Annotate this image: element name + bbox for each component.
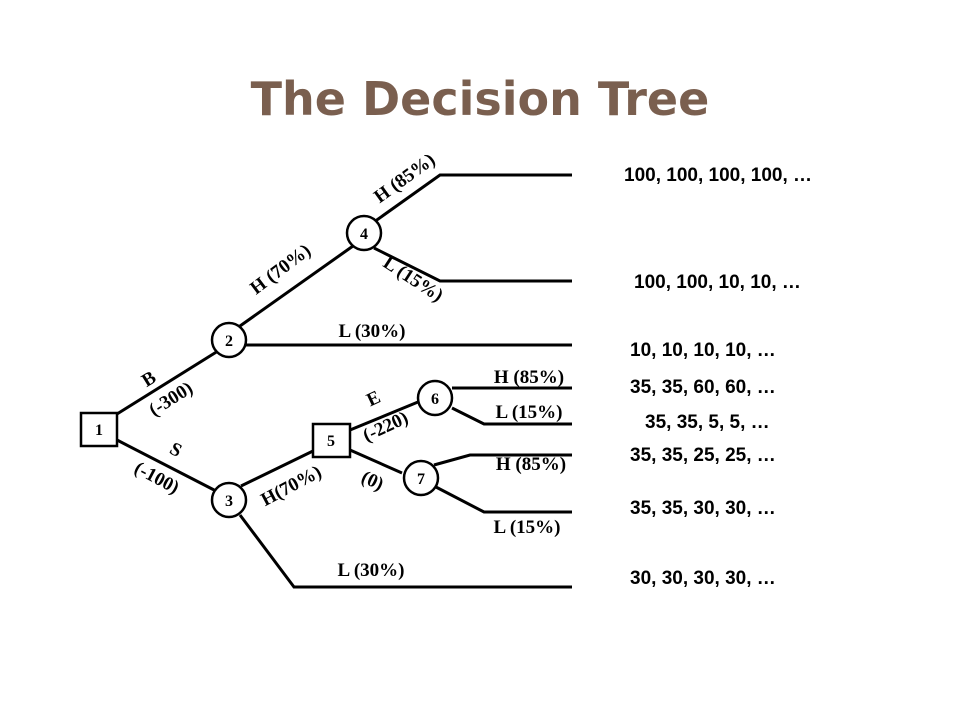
edge-3-l30 xyxy=(238,514,572,589)
branch-cost-zero: (0) xyxy=(358,467,387,495)
payoff-row: 35, 35, 60, 60, … xyxy=(630,377,776,398)
node-6: 6 xyxy=(416,379,454,417)
edge-7-h85 xyxy=(433,453,572,467)
node-2: 2 xyxy=(210,321,248,359)
node-4: 4 xyxy=(345,214,383,252)
edge-4-l15 xyxy=(373,246,572,283)
branch-label-h70-top: H (70%) xyxy=(246,240,315,299)
payoff-row: 100, 100, 10, 10, … xyxy=(634,272,801,293)
tree-edges xyxy=(116,173,572,589)
node-label: 5 xyxy=(327,433,335,450)
payoff-row: 100, 100, 100, 100, … xyxy=(624,165,812,186)
branch-cost-s: (-100) xyxy=(131,458,183,499)
edge-2-4 xyxy=(239,244,354,328)
branch-label-l30-top: L (30%) xyxy=(338,321,405,342)
branch-label-l15-node6: L (15%) xyxy=(495,402,562,423)
node-1: 1 xyxy=(79,411,119,448)
node-label: 2 xyxy=(225,333,233,350)
node-label: 4 xyxy=(360,226,368,243)
payoff-row: 30, 30, 30, 30, … xyxy=(630,568,776,589)
node-label: 3 xyxy=(225,493,233,510)
branch-label-h85-node6: H (85%) xyxy=(494,367,564,388)
edge-5-6 xyxy=(349,400,419,432)
edge-6-l15 xyxy=(451,406,572,426)
payoff-row: 35, 35, 30, 30, … xyxy=(630,498,776,519)
node-5: 5 xyxy=(311,422,352,459)
branch-label-l15-node7: L (15%) xyxy=(493,517,560,538)
edge-4-h85 xyxy=(373,173,572,224)
edge-3-5 xyxy=(240,449,314,488)
page-title: The Decision Tree xyxy=(250,72,710,126)
edge-1-2 xyxy=(116,349,219,416)
branch-label-e: E xyxy=(363,387,383,411)
branch-label-l30-bottom: L (30%) xyxy=(337,560,404,581)
payoff-row: 10, 10, 10, 10, … xyxy=(630,340,776,361)
branch-label-s: S xyxy=(166,438,185,462)
edge-7-l15 xyxy=(433,484,572,514)
branch-cost-e: (-220) xyxy=(360,407,412,446)
node-label: 7 xyxy=(417,471,425,488)
payoff-row: 35, 35, 25, 25, … xyxy=(630,445,776,466)
node-label: 6 xyxy=(431,391,439,408)
node-3: 3 xyxy=(210,481,248,519)
edge-1-3 xyxy=(116,438,219,494)
edge-5-7 xyxy=(349,448,403,475)
branch-label-h70-bottom: H(70%) xyxy=(258,462,326,511)
node-7: 7 xyxy=(402,459,440,497)
payoff-row: 35, 35, 5, 5, … xyxy=(645,412,770,433)
branch-label-h85-node7: H (85%) xyxy=(496,454,566,475)
node-label: 1 xyxy=(95,422,103,439)
